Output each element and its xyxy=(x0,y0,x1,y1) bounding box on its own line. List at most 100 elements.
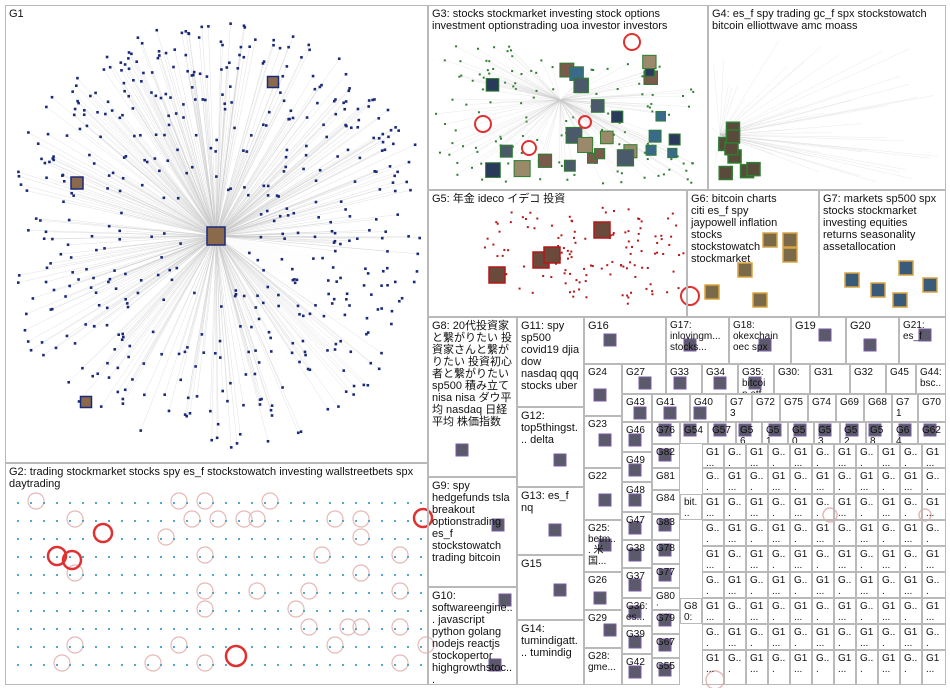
group-panel-small[interactable]: G1... xyxy=(856,624,878,650)
group-panel-g78[interactable]: G78 xyxy=(652,540,680,564)
group-panel-g76[interactable]: G76 xyxy=(652,422,680,444)
group-panel-small[interactable]: G1... xyxy=(746,494,768,520)
group-panel-small[interactable]: G... xyxy=(856,494,878,520)
group-panel-small[interactable]: G... xyxy=(834,468,856,494)
group-panel-g17[interactable]: G17: inlovingm... stocks... xyxy=(666,317,729,364)
group-panel-small[interactable]: G1... xyxy=(878,546,900,572)
group-panel-small[interactable]: G... xyxy=(746,468,768,494)
group-panel-small[interactable]: G1... xyxy=(790,494,812,520)
group-panel-small[interactable]: G1... xyxy=(878,494,900,520)
group-panel-g24[interactable]: G24 xyxy=(584,364,622,416)
group-panel-g25[interactable]: G25: betm... 米国... xyxy=(584,520,622,572)
group-panel-g44[interactable]: G44: bsc... xyxy=(916,364,946,394)
group-panel-small[interactable]: G1... xyxy=(702,444,724,468)
group-panel-g37[interactable]: G37 xyxy=(622,568,652,598)
group-panel-small[interactable]: G... xyxy=(702,520,724,546)
group-panel-g12[interactable]: G12: top5thingst... delta xyxy=(517,407,584,487)
group-panel-small[interactable]: G... xyxy=(746,520,768,546)
group-panel-small[interactable]: G... xyxy=(900,650,922,685)
group-panel-g72[interactable]: G72 xyxy=(752,394,780,422)
group-panel-g10[interactable]: G10: softwareengine... javascript python… xyxy=(428,587,517,685)
group-panel-g40[interactable]: G40 xyxy=(690,394,726,422)
group-panel-small[interactable]: G... xyxy=(724,494,746,520)
group-panel-small[interactable]: G1... xyxy=(746,650,768,685)
group-panel-g13[interactable]: G13: es_f nq xyxy=(517,487,584,555)
group-panel-g33[interactable]: G33 xyxy=(666,364,702,394)
group-panel-small[interactable]: G1... xyxy=(768,468,790,494)
group-panel-g22[interactable]: G22 xyxy=(584,468,622,520)
group-panel-g79[interactable]: G79 xyxy=(652,610,680,634)
group-panel-g70[interactable]: G70 xyxy=(918,394,946,422)
group-panel-small[interactable]: G... xyxy=(900,546,922,572)
group-panel-small[interactable]: G... xyxy=(878,624,900,650)
group-panel-small[interactable]: G... xyxy=(790,468,812,494)
group-panel-g21[interactable]: G21: es_f xyxy=(899,317,946,364)
group-panel-small[interactable]: G... xyxy=(702,572,724,598)
group-panel-small[interactable]: G1... xyxy=(856,520,878,546)
group-panel-small[interactable]: G1... xyxy=(746,444,768,468)
group-panel-g4[interactable]: G4: es_f spy trading gc_f spx stockstowa… xyxy=(708,5,946,190)
group-panel-g73[interactable]: G73 xyxy=(726,394,752,422)
group-panel-small[interactable]: G... xyxy=(922,572,946,598)
group-panel-small[interactable]: G1... xyxy=(702,546,724,572)
group-panel-small[interactable]: G1... xyxy=(724,520,746,546)
group-panel-g30[interactable]: G30: xyxy=(774,364,810,394)
group-panel-g64[interactable]: G64 xyxy=(892,422,918,444)
group-panel-small[interactable]: G... xyxy=(856,650,878,685)
group-panel-small[interactable]: G... xyxy=(724,546,746,572)
group-panel-small[interactable]: G... xyxy=(900,444,922,468)
group-panel-small[interactable]: G1... xyxy=(702,650,724,685)
group-panel-g71[interactable]: G71 xyxy=(892,394,918,422)
group-panel-g52[interactable]: G52 xyxy=(840,422,866,444)
group-panel-g8[interactable]: G8: 20代投資家と繋がりたい 投資家さんと繋がりたい 投資初心者と繋がりたい… xyxy=(428,317,517,477)
group-panel-small[interactable]: G... xyxy=(834,624,856,650)
group-panel-g1[interactable]: G1 xyxy=(5,5,428,463)
group-panel-g67[interactable]: G67 xyxy=(652,634,680,658)
group-panel-g57[interactable]: G57 xyxy=(708,422,736,444)
group-panel-g32[interactable]: G32 xyxy=(850,364,886,394)
group-panel-g31[interactable]: G31 xyxy=(810,364,850,394)
group-panel-small[interactable]: G... xyxy=(724,598,746,624)
group-panel-g18[interactable]: G18: okexchain oec spx xyxy=(729,317,791,364)
group-panel-g56[interactable]: G56 xyxy=(736,422,762,444)
group-panel-g77[interactable]: G77 xyxy=(652,564,680,588)
group-panel-small[interactable]: G1... xyxy=(922,494,946,520)
group-panel-g48[interactable]: G48 xyxy=(622,482,652,512)
group-panel-g47[interactable]: G47 xyxy=(622,512,652,540)
group-panel-small[interactable]: G... xyxy=(746,572,768,598)
group-panel-small[interactable]: G1... xyxy=(878,598,900,624)
group-panel-g68[interactable]: G68 xyxy=(864,394,892,422)
group-panel-small[interactable]: G1... xyxy=(900,572,922,598)
group-panel-small[interactable]: G... xyxy=(878,572,900,598)
group-panel-small[interactable]: G... xyxy=(768,650,790,685)
group-panel-small[interactable]: G1... xyxy=(878,444,900,468)
group-panel-small[interactable]: G1... xyxy=(856,572,878,598)
group-panel-small[interactable]: G... xyxy=(856,444,878,468)
group-panel-g55[interactable]: G55 xyxy=(652,658,680,685)
group-panel-g82[interactable]: G82 xyxy=(652,444,680,468)
group-panel-small[interactable]: G... xyxy=(790,572,812,598)
group-panel-g74[interactable]: G74 xyxy=(808,394,836,422)
group-panel-small[interactable]: G... xyxy=(790,624,812,650)
group-panel-small[interactable]: G... xyxy=(724,650,746,685)
group-panel-small[interactable]: G... xyxy=(768,598,790,624)
group-panel-g83[interactable]: G83 xyxy=(652,514,680,540)
group-panel-small[interactable]: G... xyxy=(922,624,946,650)
group-panel-small[interactable]: G... xyxy=(812,546,834,572)
group-panel-small[interactable]: G1... xyxy=(790,444,812,468)
group-panel-g58[interactable]: G58 xyxy=(866,422,892,444)
group-panel-small[interactable]: G1... xyxy=(834,444,856,468)
group-panel-small[interactable]: G... xyxy=(768,494,790,520)
group-panel-small[interactable]: G... xyxy=(702,624,724,650)
group-panel-small[interactable]: G... xyxy=(856,598,878,624)
group-panel-g41[interactable]: G41 xyxy=(652,394,690,422)
group-panel-small[interactable]: G... xyxy=(900,494,922,520)
group-panel-small[interactable]: G1... xyxy=(768,572,790,598)
group-panel-g38[interactable]: G38 xyxy=(622,540,652,568)
group-panel-g39[interactable]: G39 xyxy=(622,626,652,654)
group-panel-g36[interactable]: G36: es... xyxy=(622,598,652,626)
group-panel-g54[interactable]: G54 xyxy=(680,422,708,444)
group-panel-bit[interactable]: bit... xyxy=(680,494,702,520)
group-panel-small[interactable]: G... xyxy=(812,598,834,624)
group-panel-small[interactable]: G1... xyxy=(768,624,790,650)
